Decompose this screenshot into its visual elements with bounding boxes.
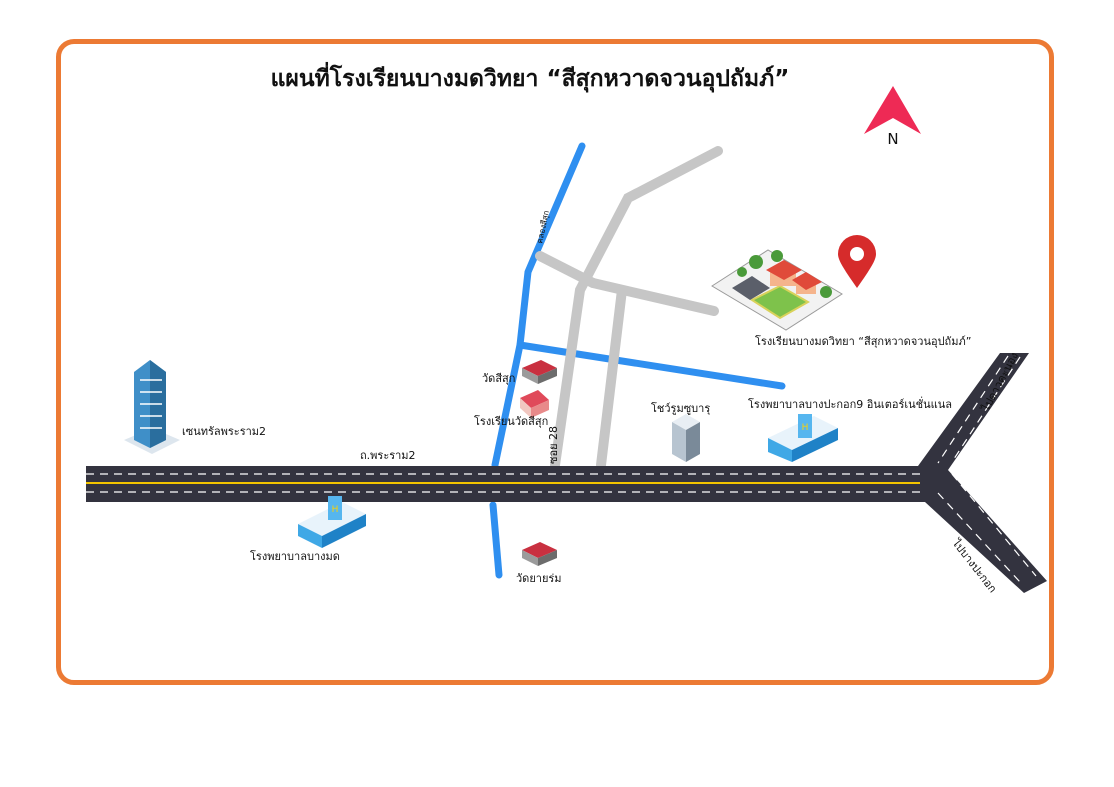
location-pin-icon xyxy=(838,235,876,288)
canal-sisuk xyxy=(491,142,586,469)
landmark-label-school: โรงเรียนบางมดวิทยา “สีสุกหวาดจวนอุปถัมภ์… xyxy=(755,334,971,348)
side-road-network xyxy=(535,146,723,470)
canal-east xyxy=(516,341,786,390)
rama2-highway xyxy=(86,353,1047,593)
road-west-link xyxy=(535,251,598,288)
map-title: แผนที่โรงเรียนบางมดวิทยา “สีสุกหวาดจวนอุ… xyxy=(271,61,790,93)
school-building-icon xyxy=(711,249,843,331)
temple-building-icon xyxy=(522,360,557,384)
map-frame xyxy=(56,39,1054,685)
landmark-label-wat-sisuk-school: โรงเรียนวัดสีสุก xyxy=(474,414,548,428)
temple-building-icon xyxy=(522,542,557,566)
canal-network xyxy=(489,142,786,579)
school-house-icon xyxy=(520,390,549,418)
road-label-rama2: ถ.พระราม2 xyxy=(360,449,416,462)
canal-lower xyxy=(489,501,503,579)
landmark-label-central-rama2: เซนทรัลพระราม2 xyxy=(182,425,266,438)
road-east-link xyxy=(588,278,719,316)
hospital-building-icon: H xyxy=(298,496,366,548)
landmark-label-showroom: โชว์รูมซูบารุ xyxy=(651,401,710,415)
road-label-soi28: ซอย 28 xyxy=(547,426,560,464)
landmark-label-wat-sisuk: วัดสีสุก xyxy=(482,372,515,385)
svg-text:H: H xyxy=(332,505,339,515)
landmark-label-bangmod-hospital: โรงพยาบาลบางมด xyxy=(250,549,340,563)
road-north-main xyxy=(550,146,723,470)
north-label: N xyxy=(887,130,898,148)
north-arrow-icon: N xyxy=(864,86,921,148)
hospital-building-icon: H xyxy=(768,414,838,462)
svg-text:H: H xyxy=(802,423,809,433)
landmark-label-bangpakok-hospital: โรงพยาบาลบางปะกอก9 อินเตอร์เนชั่นแนล xyxy=(748,396,952,411)
road-soi-east xyxy=(596,285,627,470)
skyscraper-icon xyxy=(124,360,180,454)
landmark-label-wat-yairom: วัดยายร่ม xyxy=(516,572,562,585)
office-tower-icon xyxy=(672,414,700,462)
